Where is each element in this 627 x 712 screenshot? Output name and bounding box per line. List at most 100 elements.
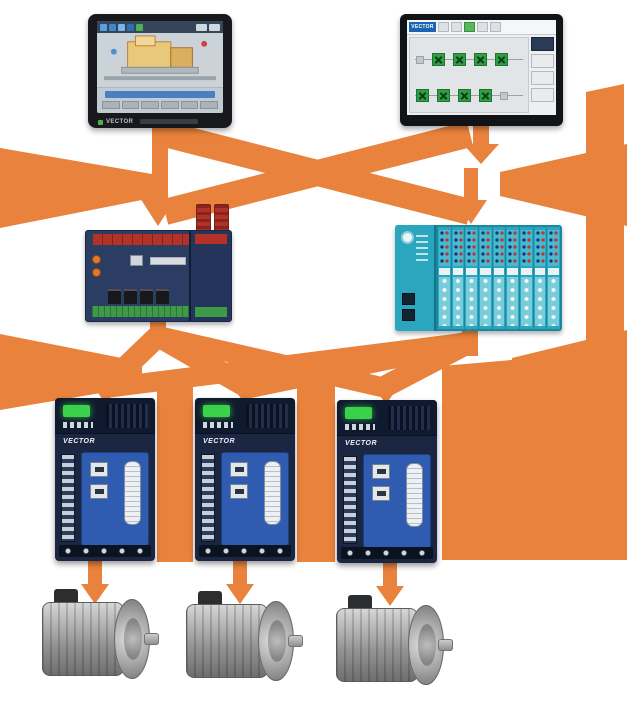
machine-graphic-area xyxy=(97,33,223,88)
drive-vent-grille xyxy=(246,404,288,428)
brand-text: VECTOR xyxy=(106,119,134,125)
drive-brand-label: VECTOR xyxy=(345,440,378,447)
machine-graphic xyxy=(104,35,216,81)
io-wiring-contacts xyxy=(480,277,491,326)
drive-vent-grille xyxy=(388,406,430,430)
drive-ethernet-port-top xyxy=(230,462,248,477)
io-led-indicators xyxy=(534,230,546,266)
side-button xyxy=(531,37,554,51)
io-label-strip xyxy=(466,268,478,275)
io-wiring-contacts xyxy=(466,277,478,326)
motor-shaft xyxy=(438,639,453,651)
screen-toolbar xyxy=(97,21,223,33)
drive-led-display xyxy=(63,405,90,417)
connector-block xyxy=(108,289,121,304)
io-label-strip xyxy=(548,268,560,275)
rotary-knob xyxy=(92,255,101,264)
drive-ethernet-port-top xyxy=(90,462,108,477)
control-diagram-area xyxy=(409,37,529,113)
remote-io-controller xyxy=(395,225,562,331)
io-module xyxy=(451,227,465,329)
servo-drive: VECTOR xyxy=(55,398,155,561)
drive-keypad xyxy=(203,422,233,428)
softkey xyxy=(180,101,199,109)
drive-ethernet-port-bottom xyxy=(90,484,108,499)
extension-terminal-strip xyxy=(195,307,227,317)
screen-toolbar: VECTOR xyxy=(407,20,556,35)
servo-motor xyxy=(336,594,454,694)
connector-block xyxy=(140,289,153,304)
button-row xyxy=(416,89,508,102)
io-module xyxy=(479,227,492,329)
side-button-column xyxy=(531,37,554,113)
toolbar-button xyxy=(464,22,475,32)
address-dial xyxy=(401,231,414,244)
io-led-indicators xyxy=(548,230,560,266)
drive-terminal-strip xyxy=(201,454,215,542)
side-button xyxy=(531,88,554,102)
side-button xyxy=(531,71,554,85)
bus-coupler-module xyxy=(395,225,436,331)
softkey xyxy=(121,101,140,109)
gray-node xyxy=(416,55,424,64)
green-x-button xyxy=(437,89,450,102)
drive-terminal-strip xyxy=(61,454,75,542)
drive-power-terminal xyxy=(59,545,151,557)
io-module xyxy=(533,227,547,329)
drive-keypad xyxy=(63,422,93,428)
motor-face xyxy=(268,620,286,662)
motor-shaft xyxy=(144,633,159,645)
drive-ethernet-port-top xyxy=(372,464,390,479)
status-chip xyxy=(209,23,220,31)
green-x-button xyxy=(458,89,471,102)
toolbar-icon xyxy=(136,23,143,31)
drive-top-section xyxy=(195,398,295,434)
diagram-line xyxy=(415,59,523,60)
servo-motor xyxy=(186,590,304,690)
servo-drive: VECTOR xyxy=(195,398,295,561)
ethernet-ports xyxy=(402,289,415,321)
drive-top-section xyxy=(55,398,155,434)
toolbar-button xyxy=(477,22,488,32)
extension-terminal-cover xyxy=(195,234,227,244)
drive-led-display xyxy=(203,405,230,417)
brand-logo: VECTOR xyxy=(98,119,133,125)
io-module xyxy=(547,227,561,329)
drive-front-panel xyxy=(363,454,431,548)
io-led-indicators xyxy=(439,230,450,266)
io-wiring-contacts xyxy=(548,277,560,326)
drive-led-display xyxy=(345,407,372,419)
green-x-button xyxy=(416,89,429,102)
bottom-terminal-strip xyxy=(92,306,190,317)
connector-block xyxy=(156,289,169,304)
io-terminal-modules xyxy=(438,227,561,329)
bezel-strip xyxy=(140,119,198,124)
io-label-strip xyxy=(439,268,450,275)
softkey xyxy=(161,101,179,109)
toolbar-icon xyxy=(127,23,134,31)
status-chip xyxy=(196,23,207,31)
label-lines xyxy=(416,235,428,265)
drive-brand-label: VECTOR xyxy=(63,438,96,445)
toolbar-icon xyxy=(109,23,116,31)
green-x-button xyxy=(432,53,445,66)
extension-unit xyxy=(189,231,231,321)
softkey xyxy=(200,101,219,109)
logo-icon xyxy=(98,119,103,125)
ethernet-port xyxy=(130,255,143,266)
drive-keypad xyxy=(345,424,375,430)
toolbar-icon xyxy=(118,23,125,31)
drive-power-terminal xyxy=(341,547,433,559)
io-label-strip xyxy=(521,268,532,275)
green-x-button xyxy=(474,53,487,66)
button-row xyxy=(416,53,508,66)
rotary-knob xyxy=(92,268,101,277)
plc-body xyxy=(85,230,232,322)
side-button xyxy=(531,54,554,68)
toolbar-button xyxy=(451,22,462,32)
drive-ethernet-port-bottom xyxy=(372,486,390,501)
drive-encoder-connector xyxy=(406,463,423,527)
io-wiring-contacts xyxy=(534,277,546,326)
drive-power-terminal xyxy=(199,545,291,557)
